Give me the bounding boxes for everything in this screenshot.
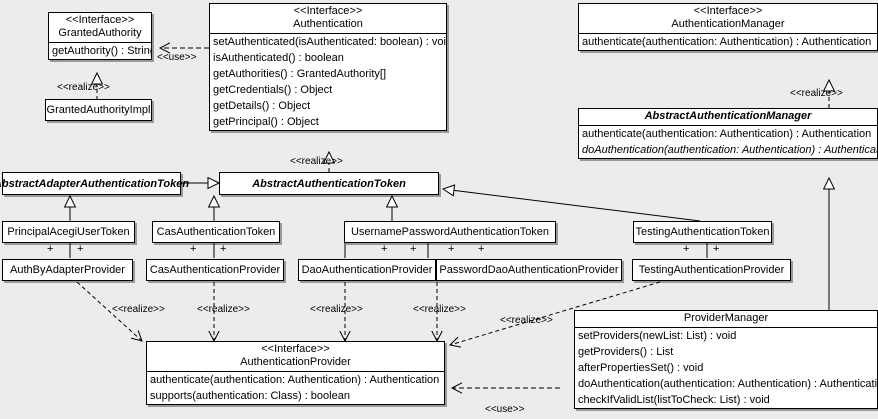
stereotype-label: <<Interface>> — [65, 14, 135, 26]
stereotype-label: <<Interface>> — [293, 5, 363, 17]
class-cas-authentication-token[interactable]: CasAuthenticationToken — [152, 221, 280, 243]
class-password-dao-authentication-provider[interactable]: PasswordDaoAuthenticationProvider — [436, 259, 622, 281]
multiplicity-plus: + — [448, 243, 455, 255]
class-granted-authority-impl[interactable]: GrantedAuthorityImpl — [45, 99, 152, 121]
label-use-granted-authority: <<use>> — [157, 52, 197, 63]
operations-compartment: getAuthority() : String — [49, 42, 151, 59]
class-name: PasswordDaoAuthenticationProvider — [439, 264, 619, 276]
operation: getAuthorities() : GrantedAuthority[] — [213, 68, 387, 80]
class-abstract-adapter-authentication-token[interactable]: AbstractAdapterAuthenticationToken — [0, 172, 189, 195]
class-provider-manager[interactable]: ProviderManager setProviders(newList: Li… — [574, 310, 878, 409]
class-name: DaoAuthenticationProvider — [301, 264, 433, 276]
class-dao-authentication-provider[interactable]: DaoAuthenticationProvider — [298, 259, 436, 281]
operation: getDetails() : Object — [213, 100, 311, 112]
multiplicity-plus: + — [683, 243, 690, 255]
class-name: UsernamePasswordAuthenticationToken — [350, 226, 550, 238]
multiplicity-plus: + — [478, 243, 485, 255]
stereotype-label: <<Interface>> — [693, 5, 763, 17]
class-name: AuthByAdapterProvider — [10, 264, 125, 276]
label-realize-auth-by-adapter-provider: <<realize>> — [112, 304, 165, 315]
operation-abstract: doAuthentication(authentication: Authent… — [582, 144, 877, 156]
class-header: <<Interface>> AuthenticationManager — [579, 4, 877, 33]
operation: getCredentials() : Object — [213, 84, 333, 96]
operations-compartment: authenticate(authentication: Authenticat… — [579, 33, 877, 50]
class-name: CasAuthenticationToken — [156, 226, 276, 238]
class-name: ProviderManager — [683, 312, 769, 324]
operation: setProviders(newList: List) : void — [578, 330, 737, 342]
class-name: TestingAuthenticationProvider — [638, 264, 785, 276]
multiplicity-plus: + — [381, 243, 388, 255]
class-name: AbstractAdapterAuthenticationToken — [0, 177, 190, 190]
operations-compartment: setAuthenticated(isAuthenticated: boolea… — [210, 33, 446, 130]
operation: isAuthenticated() : boolean — [213, 52, 344, 64]
class-header: AbstractAuthenticationManager — [579, 109, 877, 125]
label-realize-dao-provider: <<realize>> — [310, 304, 363, 315]
class-cas-authentication-provider[interactable]: CasAuthenticationProvider — [146, 259, 284, 281]
label-realize-abstract-authentication-manager: <<realize>> — [790, 88, 843, 99]
label-use-provider-manager: <<use>> — [485, 404, 525, 415]
class-name: TestingAuthenticationToken — [635, 226, 770, 238]
class-testing-authentication-token[interactable]: TestingAuthenticationToken — [633, 221, 772, 243]
class-abstract-authentication-manager[interactable]: AbstractAuthenticationManager authentica… — [578, 108, 878, 159]
class-name: AuthenticationProvider — [240, 356, 351, 368]
multiplicity-plus: + — [190, 243, 197, 255]
label-realize-testing-provider: <<realize>> — [500, 315, 553, 326]
label-realize-cas-provider: <<realize>> — [197, 304, 250, 315]
class-name: AbstractAuthenticationManager — [644, 110, 812, 122]
operation: authenticate(authentication: Authenticat… — [150, 374, 440, 386]
operation: supports(authentication: Class) : boolea… — [150, 390, 350, 402]
class-username-password-authentication-token[interactable]: UsernamePasswordAuthenticationToken — [344, 221, 556, 243]
class-name: CasAuthenticationProvider — [149, 264, 281, 276]
class-authentication[interactable]: <<Interface>> Authentication setAuthenti… — [209, 3, 447, 131]
class-name: PrincipalAcegiUserToken — [7, 226, 130, 238]
class-header: <<Interface>> AuthenticationProvider — [147, 342, 444, 371]
multiplicity-plus: + — [47, 243, 54, 255]
class-granted-authority[interactable]: <<Interface>> GrantedAuthority getAuthor… — [48, 12, 152, 60]
class-authentication-manager[interactable]: <<Interface>> AuthenticationManager auth… — [578, 3, 878, 51]
operations-compartment: authenticate(authentication: Authenticat… — [579, 125, 877, 158]
class-name: Authentication — [293, 18, 363, 30]
class-header: <<Interface>> Authentication — [210, 4, 446, 33]
multiplicity-plus: + — [220, 243, 227, 255]
class-authentication-provider[interactable]: <<Interface>> AuthenticationProvider aut… — [146, 341, 445, 405]
class-auth-by-adapter-provider[interactable]: AuthByAdapterProvider — [2, 259, 133, 281]
label-realize-password-dao-provider: <<realize>> — [413, 304, 466, 315]
label-realize-abstract-authentication-token: <<realize>> — [290, 156, 343, 167]
class-testing-authentication-provider[interactable]: TestingAuthenticationProvider — [632, 259, 791, 281]
operation: setAuthenticated(isAuthenticated: boolea… — [213, 36, 446, 48]
class-principal-acegi-user-token[interactable]: PrincipalAcegiUserToken — [2, 221, 135, 243]
stereotype-label: <<Interface>> — [261, 343, 330, 355]
multiplicity-plus: + — [713, 243, 720, 255]
class-header: ProviderManager — [575, 311, 877, 327]
operation: afterPropertiesSet() : void — [578, 362, 704, 374]
operation: authenticate(authentication: Authenticat… — [582, 36, 872, 48]
operation: checkIfValidList(listToCheck: List) : vo… — [578, 394, 770, 406]
label-realize-granted-authority-impl: <<realize>> — [57, 82, 110, 93]
class-header: <<Interface>> GrantedAuthority — [49, 13, 151, 42]
class-name: GrantedAuthorityImpl — [46, 104, 151, 116]
class-name: AuthenticationManager — [671, 18, 785, 30]
operation: getProviders() : List — [578, 346, 674, 358]
class-abstract-authentication-token[interactable]: AbstractAuthenticationToken — [219, 172, 439, 195]
operations-compartment: setProviders(newList: List) : void getPr… — [575, 327, 877, 408]
operation: authenticate(authentication: Authenticat… — [582, 128, 872, 140]
operations-compartment: authenticate(authentication: Authenticat… — [147, 371, 444, 404]
multiplicity-plus: + — [410, 243, 417, 255]
operation: getAuthority() : String — [52, 45, 151, 57]
class-name: GrantedAuthority — [58, 27, 142, 39]
operation: getPrincipal() : Object — [213, 116, 319, 128]
class-name: AbstractAuthenticationToken — [252, 177, 406, 190]
multiplicity-plus: + — [77, 243, 84, 255]
operation: doAuthentication(authentication: Authent… — [578, 378, 877, 390]
